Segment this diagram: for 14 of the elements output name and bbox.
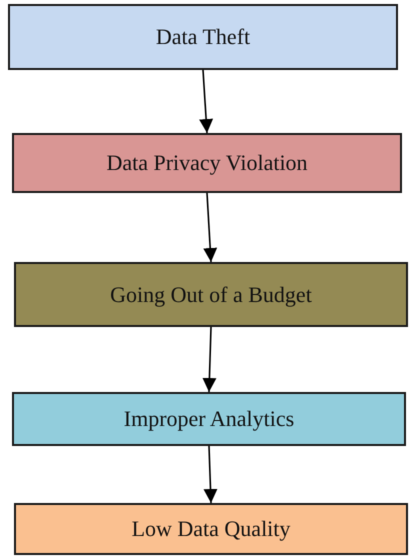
- arrow: [203, 192, 218, 262]
- box-label: Low Data Quality: [132, 516, 290, 542]
- box-label: Data Privacy Violation: [106, 150, 308, 176]
- process-box: [12, 392, 406, 446]
- process-box: [12, 133, 402, 193]
- box-label: Going Out of a Budget: [110, 282, 312, 308]
- process-box: [8, 4, 398, 70]
- box-label: Improper Analytics: [124, 406, 294, 432]
- arrow: [204, 446, 218, 504]
- process-box: [14, 262, 408, 327]
- process-box: [14, 503, 408, 555]
- arrow: [199, 70, 214, 134]
- box-label: Data Theft: [156, 24, 250, 50]
- arrow: [202, 326, 216, 392]
